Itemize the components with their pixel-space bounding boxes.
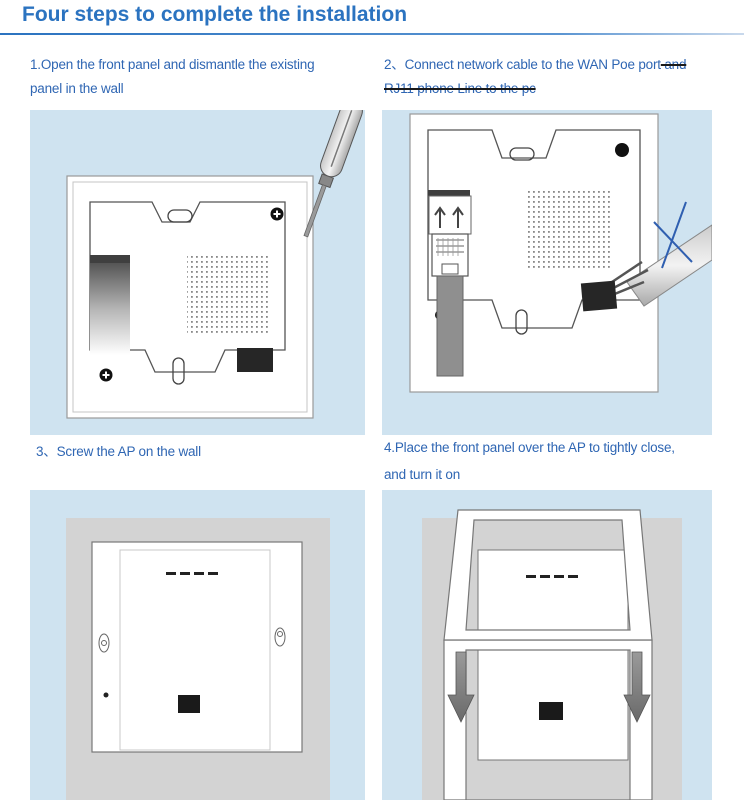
screw-icon (270, 207, 284, 221)
screw-icon (99, 368, 113, 382)
step-4-caption: 4.Place the front panel over the AP to t… (384, 436, 675, 487)
top-slot (167, 209, 193, 223)
step-2-struck-line: RJ11 phone Line to the pc (384, 81, 536, 96)
step-3-illustration (30, 490, 365, 800)
reset-hole (103, 692, 109, 698)
screw-icon (274, 627, 286, 647)
step-3-line-1: 3、Screw the AP on the wall (36, 444, 201, 459)
title-underline (0, 33, 744, 35)
speaker-grille (187, 255, 269, 335)
step-4-illustration (382, 490, 712, 800)
port-block (580, 280, 618, 312)
down-arrow-icon (447, 651, 475, 723)
phone-cable (626, 224, 712, 307)
status-leds (166, 572, 218, 575)
step-3-caption: 3、Screw the AP on the wall (36, 440, 201, 464)
step-2-illustration (382, 110, 712, 435)
speaker-grille (528, 190, 610, 268)
screw-icon (615, 143, 629, 157)
step-2-struck-text: and (660, 57, 687, 72)
page-title: Four steps to complete the installation (22, 3, 408, 26)
status-leds (526, 575, 578, 578)
screwdriver-icon (303, 110, 363, 238)
step-4-line-1: 4.Place the front panel over the AP to t… (384, 440, 675, 455)
step-2-line-1: 2、Connect network cable to the WAN Poe p… (384, 53, 686, 77)
top-slot (509, 147, 535, 161)
port-block (237, 348, 273, 372)
cross-mark-icon (653, 201, 693, 269)
step-2-text: 2、Connect network cable to the WAN Poe p… (384, 57, 661, 72)
step-2-caption: 2、Connect network cable to the WAN Poe p… (384, 53, 686, 101)
bottom-slot (172, 357, 185, 385)
access-point (91, 541, 303, 753)
port-block (178, 695, 200, 713)
port-block (539, 702, 563, 720)
wire-bar (90, 263, 130, 355)
step-4-line-2: and turn it on (384, 467, 461, 482)
step-1-caption: 1.Open the front panel and dismantle the… (30, 53, 315, 101)
step-1-line-1: 1.Open the front panel and dismantle the… (30, 57, 315, 72)
step-1-line-2: panel in the wall (30, 81, 124, 96)
bottom-slot (515, 309, 528, 335)
access-point (477, 549, 629, 761)
network-cable (436, 275, 464, 377)
down-arrow-icon (623, 651, 651, 723)
screw-icon (98, 633, 110, 653)
step-1-illustration (30, 110, 365, 435)
ethernet-plug-icon (428, 195, 472, 377)
